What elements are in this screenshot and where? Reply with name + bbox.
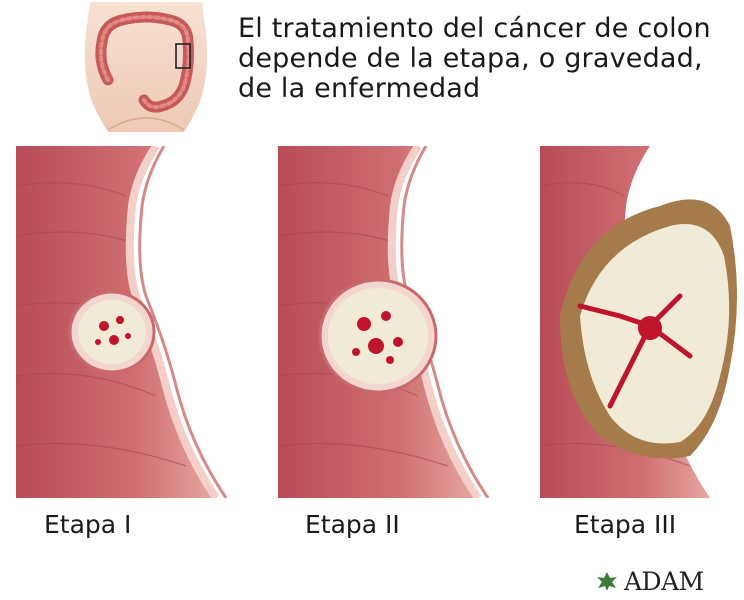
stage-3-label: Etapa III [574, 510, 676, 539]
page-title: El tratamiento del cáncer de colon depen… [238, 14, 738, 104]
title-line-1: El tratamiento del cáncer de colon [238, 14, 738, 44]
stage-1-label: Etapa I [44, 510, 131, 539]
adam-logo: ADAM [594, 565, 742, 597]
stage-1-illustration [16, 146, 236, 498]
stage-2-illustration [278, 146, 498, 498]
title-line-2: depende de la etapa, o gravedad, [238, 44, 738, 74]
leaf-icon [594, 570, 620, 592]
stage-2-label: Etapa II [305, 510, 400, 539]
logo-text: ADAM [624, 567, 704, 596]
colon-location-illustration [72, 2, 220, 132]
stage-3-illustration [540, 146, 744, 498]
title-line-3: de la enfermedad [238, 74, 738, 104]
